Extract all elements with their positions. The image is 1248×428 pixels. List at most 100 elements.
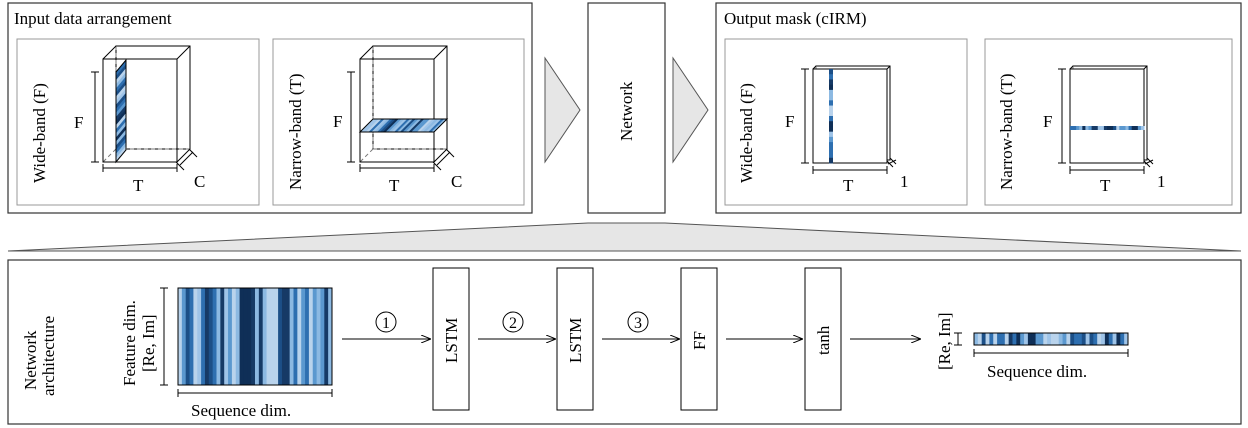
stripe-cell [116,137,126,155]
stripe-cell [116,100,126,118]
stripe-cell [1051,333,1056,345]
input-wideband-dim-t: T [133,176,144,195]
stripe-cell [360,119,377,132]
stripe-cell [216,288,221,385]
output-wideband-slice [829,69,833,164]
slice-outline [358,118,449,133]
stripe-cell [1081,333,1087,345]
output-narrowband-panel: Narrow-band (T) F T 1 [984,38,1233,206]
stripe-cell [1076,126,1080,130]
stripe-cell [1094,126,1099,130]
stripe-cell [208,288,214,385]
output-wideband-dim-f: F [785,112,794,131]
network-architecture-label-line2: architecture [39,316,58,396]
stripe-cell [270,288,275,385]
stripe-cell [1058,333,1064,345]
stripe-cell [414,119,431,132]
stripe-cell [362,119,380,132]
input-narrowband-dim-f: F [333,112,342,131]
stripe-cell [829,131,833,138]
stripe-cell [1043,333,1048,345]
output-narrowband-label: Narrow-band (T) [997,73,1016,190]
stripe-cell [374,119,391,132]
stripe-cell [1031,333,1037,345]
stripe-cell [1079,126,1083,130]
stripe-cell [829,110,833,117]
stripe-cell [1134,126,1139,130]
stripe-cell [116,76,126,93]
output-sequence-dim-label: Sequence dim. [987,362,1087,381]
stripe-cell [829,121,833,127]
stripe-cell [1108,333,1114,345]
output-narrowband-slice [1070,126,1145,130]
stripe-cell [1024,333,1029,345]
stripe-cell [428,119,445,132]
output-wideband-dim-c: 1 [900,172,909,191]
stripe-cell [405,119,422,132]
stripe-cell [228,288,233,385]
stripe-cell [328,288,333,385]
stripe-cell [1039,333,1044,345]
output-wideband-dim-t: T [843,176,854,195]
stripe-cell [1089,333,1094,345]
stripe-cell [274,288,279,385]
stripe-cell [1082,126,1086,130]
feature-dim-label: Feature dim. [120,300,139,386]
stripe-cell [829,95,833,101]
stripe-cell [1119,126,1123,130]
stripe-cell [193,288,198,385]
stripe-cell [116,60,126,77]
stripe-cell [178,288,183,385]
stripe-cell [247,288,252,385]
stripe-cell [829,89,833,96]
stripe-cell [1097,126,1102,130]
stripe-cell [829,152,833,159]
stripe-cell [1100,126,1105,130]
stripe-cell [235,288,241,385]
stripe-cell [829,69,833,75]
lstm-block-1-label: LSTM [442,318,461,363]
stripe-cell [385,119,402,132]
stripe-cell [974,333,979,345]
stripe-cell [305,288,310,385]
stripe-cell [320,288,325,385]
input-narrowband-panel: Narrow-band (T) F T C [272,38,525,206]
tanh-block-label: tanh [814,325,833,355]
stripe-cell [255,288,260,385]
stripe-cell [116,121,126,138]
stripe-cell [1124,333,1129,345]
stripe-cell [1120,333,1125,345]
stripe-cell [116,80,126,98]
stripe-cell [297,288,302,385]
stripe-cell [1122,126,1126,130]
stripe-cell [185,288,191,385]
svg-text:2: 2 [509,315,517,332]
stripe-cell [829,105,833,112]
stripe-cell [116,133,126,151]
stripe-cell [189,288,194,385]
stripe-cell [116,64,126,81]
stripe-cell [377,119,394,132]
stripe-cell [181,288,187,385]
stripe-cell [1097,333,1102,345]
network-box [587,2,666,214]
stripe-cell [411,119,428,132]
stripe-cell [220,288,225,385]
stripe-cell [266,288,271,385]
input-wideband-dim-f: F [74,113,83,132]
stripe-cell [402,119,420,132]
stripe-cell [258,288,264,385]
input-narrowband-cube [347,45,455,172]
stripe-cell [1137,126,1142,130]
stripe-cell [829,142,833,148]
stripe-cell [391,119,408,132]
stripe-cell [116,105,126,122]
stripe-cell [289,288,294,385]
lstm-block-2 [556,267,594,411]
stripe-cell [1012,333,1017,345]
input-feature-matrix [178,288,333,385]
ff-block [680,267,718,411]
feature-dim-sublabel: [Re, Im] [139,314,158,372]
stripe-cell [1128,126,1133,130]
stripe-cell [829,84,833,91]
